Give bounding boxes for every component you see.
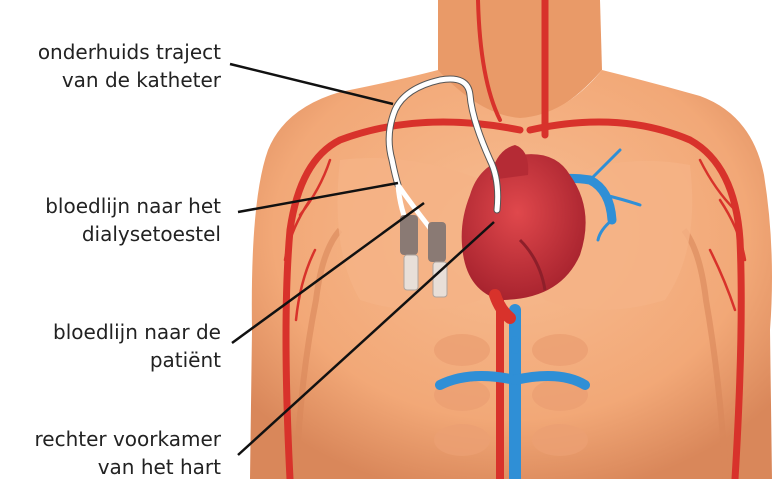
label-subcutaneous-catheter-route: onderhuids traject van de katheter — [38, 38, 221, 94]
clamp-2 — [428, 222, 446, 262]
label-line: dialysetoestel — [45, 220, 221, 248]
label-line: van de katheter — [38, 66, 221, 94]
clamp-1 — [400, 215, 418, 255]
leader-line-catheter-route — [230, 64, 393, 104]
label-line: van het hart — [34, 453, 221, 481]
label-line: bloedlijn naar het — [45, 192, 221, 220]
label-line: patiënt — [53, 346, 221, 374]
label-blood-line-to-patient: bloedlijn naar de patiënt — [53, 318, 221, 374]
label-line: rechter voorkamer — [34, 425, 221, 453]
label-line: onderhuids traject — [38, 38, 221, 66]
label-line: bloedlijn naar de — [53, 318, 221, 346]
label-right-atrium: rechter voorkamer van het hart — [34, 425, 221, 481]
label-blood-line-to-dialysis: bloedlijn naar het dialysetoestel — [45, 192, 221, 248]
